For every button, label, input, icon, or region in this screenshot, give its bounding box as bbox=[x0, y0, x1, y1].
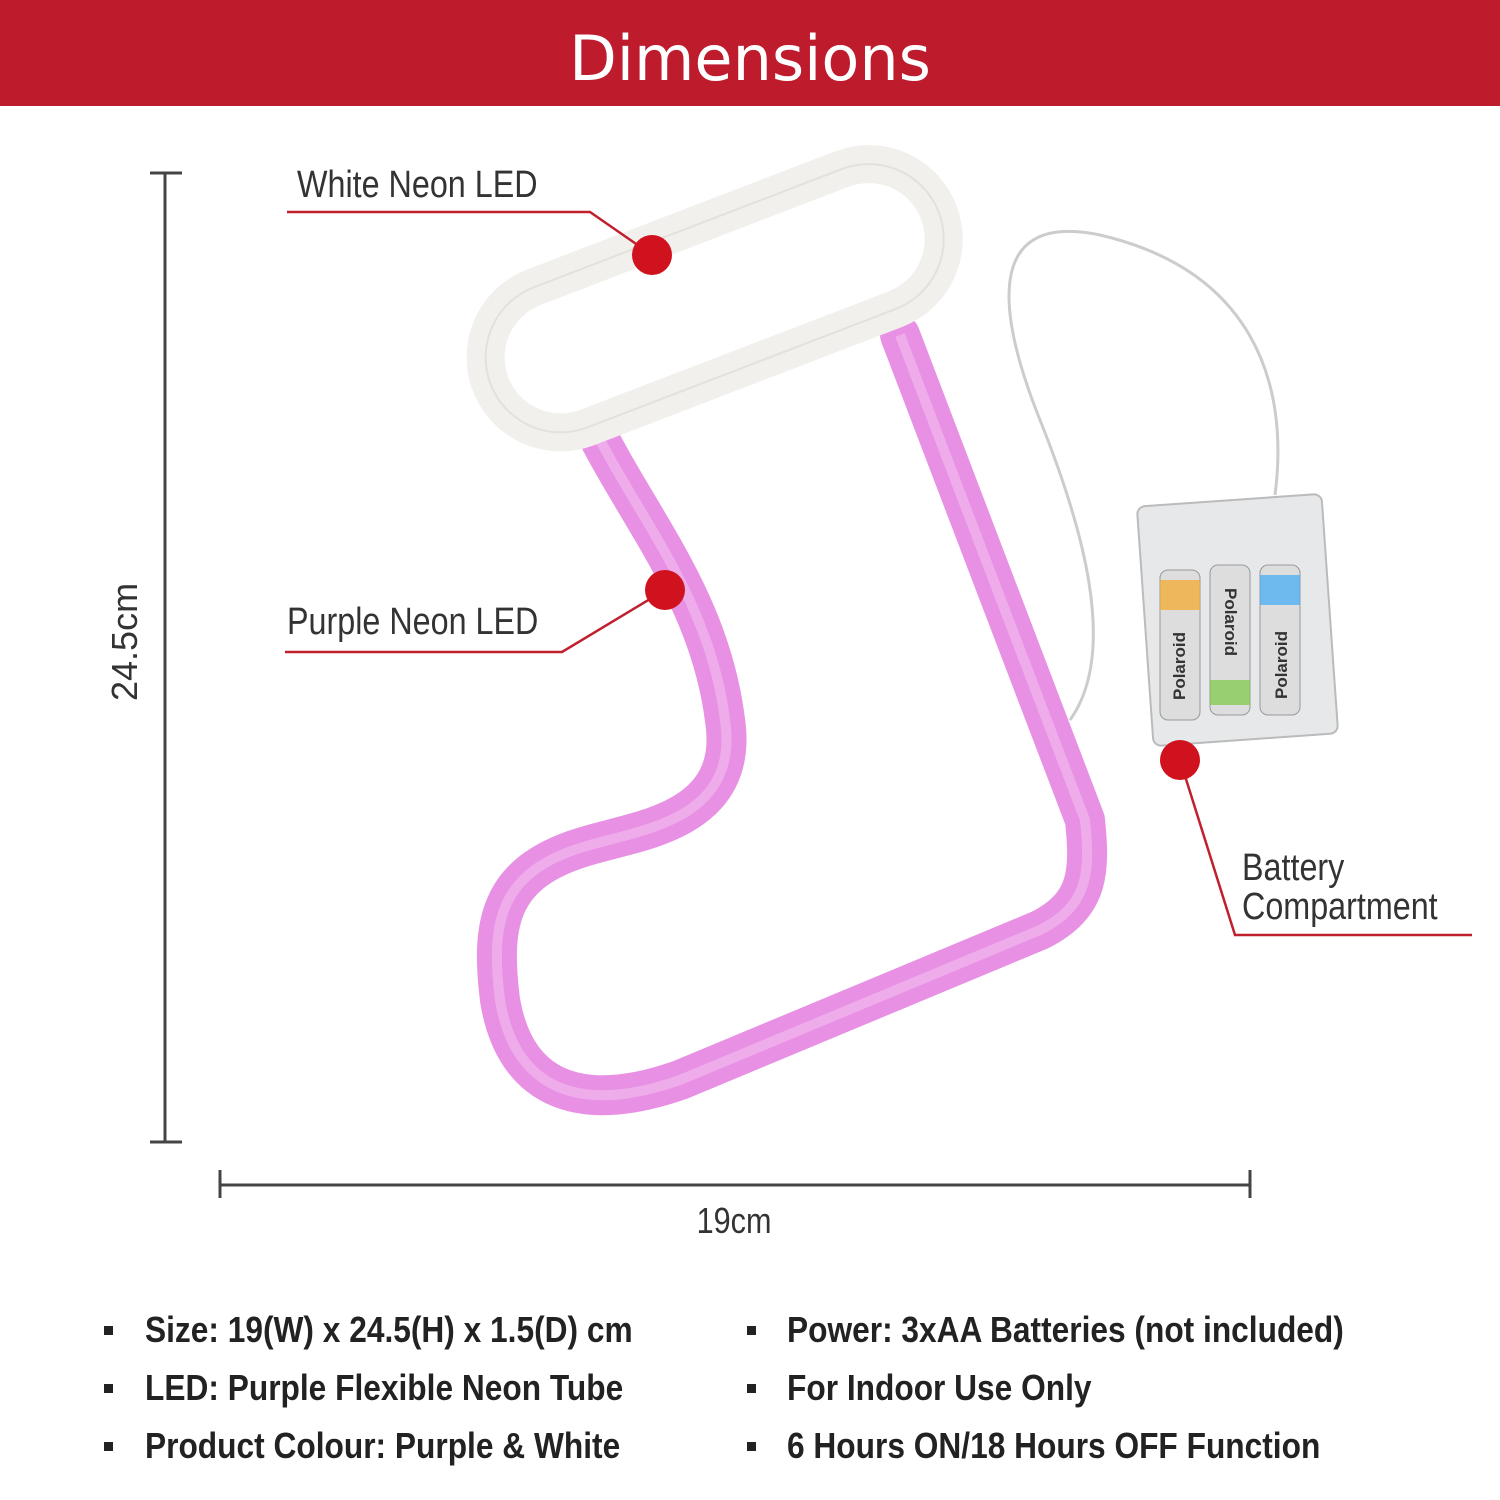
purple-led-leader bbox=[285, 588, 666, 654]
purple-led-label: Purple Neon LED bbox=[287, 601, 539, 643]
bullet-icon bbox=[747, 1384, 756, 1393]
bullet-icon bbox=[747, 1442, 756, 1451]
battery-leader bbox=[1178, 759, 1472, 937]
bullet-icon bbox=[104, 1442, 113, 1451]
purple-led-marker bbox=[645, 570, 685, 610]
height-dimension-line bbox=[150, 171, 182, 1144]
battery-cable bbox=[1007, 229, 1280, 721]
battery-label-line1: Battery bbox=[1242, 847, 1345, 889]
header-banner bbox=[0, 0, 1500, 106]
spec-indoor: For Indoor Use Only bbox=[787, 1367, 1092, 1408]
white-led-label: White Neon LED bbox=[297, 164, 538, 206]
width-label: 19cm bbox=[696, 1200, 772, 1241]
bullet-icon bbox=[104, 1384, 113, 1393]
spec-power: Power: 3xAA Batteries (not included) bbox=[787, 1309, 1344, 1350]
bullet-icon bbox=[104, 1326, 113, 1335]
width-dimension-line bbox=[218, 1170, 1252, 1198]
battery-brand-label-middle: Polaroid bbox=[1221, 587, 1240, 656]
spec-colour: Product Colour: Purple & White bbox=[145, 1425, 621, 1466]
white-led-leader bbox=[287, 210, 653, 257]
spec-timer: 6 Hours ON/18 Hours OFF Function bbox=[787, 1425, 1321, 1466]
white-led-marker bbox=[632, 235, 672, 275]
page-title: Dimensions bbox=[569, 22, 931, 95]
battery-marker bbox=[1160, 740, 1200, 780]
battery-label-line2: Compartment bbox=[1242, 886, 1438, 928]
bullet-icon bbox=[747, 1326, 756, 1335]
white-neon-cuff bbox=[466, 145, 963, 452]
purple-neon-stocking bbox=[476, 315, 1108, 1116]
height-label: 24.5cm bbox=[104, 582, 145, 701]
battery-brand-label-right: Polaroid bbox=[1272, 631, 1291, 700]
spec-led: LED: Purple Flexible Neon Tube bbox=[145, 1367, 624, 1408]
spec-size: Size: 19(W) x 24.5(H) x 1.5(D) cm bbox=[145, 1309, 633, 1350]
battery-box bbox=[1136, 493, 1339, 747]
battery-brand-label-left: Polaroid bbox=[1170, 632, 1189, 701]
